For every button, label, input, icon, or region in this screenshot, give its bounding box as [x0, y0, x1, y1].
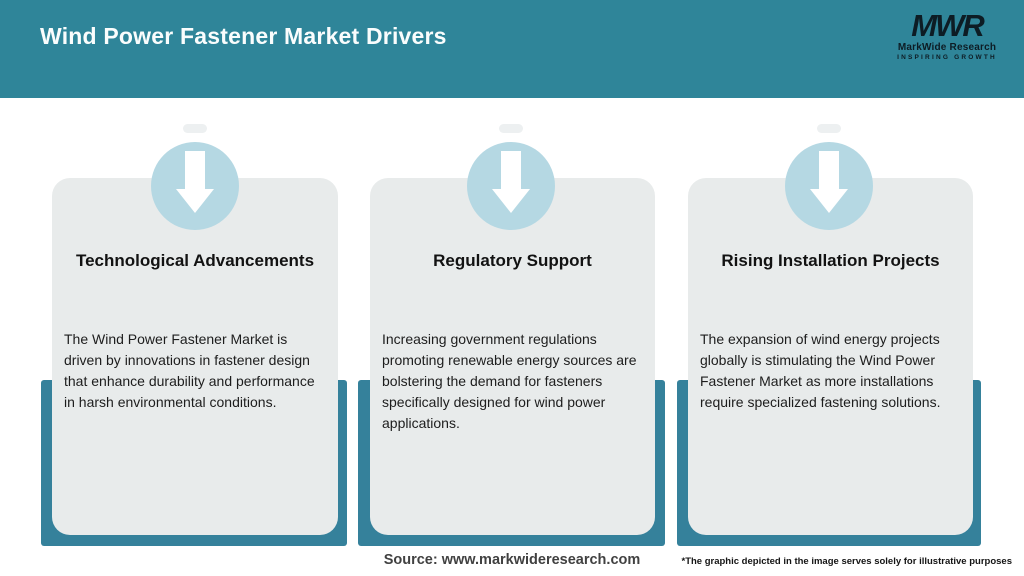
logo-name: MarkWide Research: [897, 42, 997, 53]
markwide-research-logo: MWR MarkWide Research INSPIRING GROWTH: [888, 8, 1006, 61]
card-top-tab: [183, 124, 207, 133]
card-body-text: Increasing government regulations promot…: [382, 331, 637, 431]
logo-monogram: MWR: [911, 8, 984, 43]
card-top-tab: [499, 124, 523, 133]
card-icon-circle: [151, 142, 239, 230]
disclaimer-text: *The graphic depicted in the image serve…: [681, 556, 1013, 567]
card-icon-circle: [467, 142, 555, 230]
driver-card: Rising Installation Projects The expansi…: [688, 178, 973, 535]
card-title: Regulatory Support: [433, 251, 592, 270]
down-arrow-icon: [176, 151, 214, 213]
source-text: Source: www.markwideresearch.com: [383, 552, 641, 568]
card-top-tab: [817, 124, 841, 133]
down-arrow-icon: [492, 151, 530, 213]
card-title: Rising Installation Projects: [721, 251, 940, 270]
card-icon-circle: [785, 142, 873, 230]
header-bar: Wind Power Fastener Market Drivers MWR M…: [0, 0, 1024, 98]
card-title: Technological Advancements: [75, 251, 315, 270]
down-arrow-icon: [810, 151, 848, 213]
page-title: Wind Power Fastener Market Drivers: [40, 23, 447, 49]
driver-card: Regulatory Support Increasing government…: [370, 178, 655, 535]
driver-card: Technological Advancements The Wind Powe…: [52, 178, 338, 535]
logo-tagline: INSPIRING GROWTH: [897, 54, 997, 61]
card-body-text: The Wind Power Fastener Market is driven…: [64, 331, 315, 410]
card-body-text: The expansion of wind energy projects gl…: [700, 331, 941, 410]
